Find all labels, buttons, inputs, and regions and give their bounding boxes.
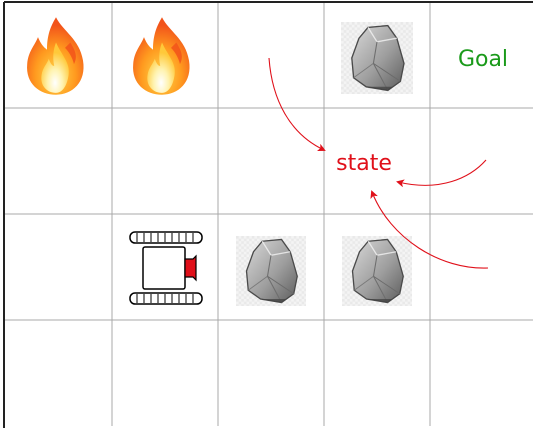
arrow-from-above: [268, 57, 326, 152]
fire-cell-r0-c0: [27, 17, 84, 95]
grid-lines: [3, 2, 533, 426]
arrow-from-right: [396, 159, 487, 188]
fire-icon: [133, 17, 190, 95]
tracked-robot-icon: [129, 231, 203, 305]
fire-cell-r0-c1: [133, 17, 190, 95]
rock-icon: [235, 236, 307, 306]
rock-icon: [340, 22, 414, 94]
fire-icon: [27, 17, 84, 95]
state-label: state: [336, 151, 392, 176]
grid-frame: [3, 1, 533, 428]
goal-label: Goal: [458, 47, 508, 72]
arrow-from-lower-right: [370, 190, 489, 269]
rock-icon: [341, 236, 413, 306]
transition-arrows: [268, 57, 489, 269]
